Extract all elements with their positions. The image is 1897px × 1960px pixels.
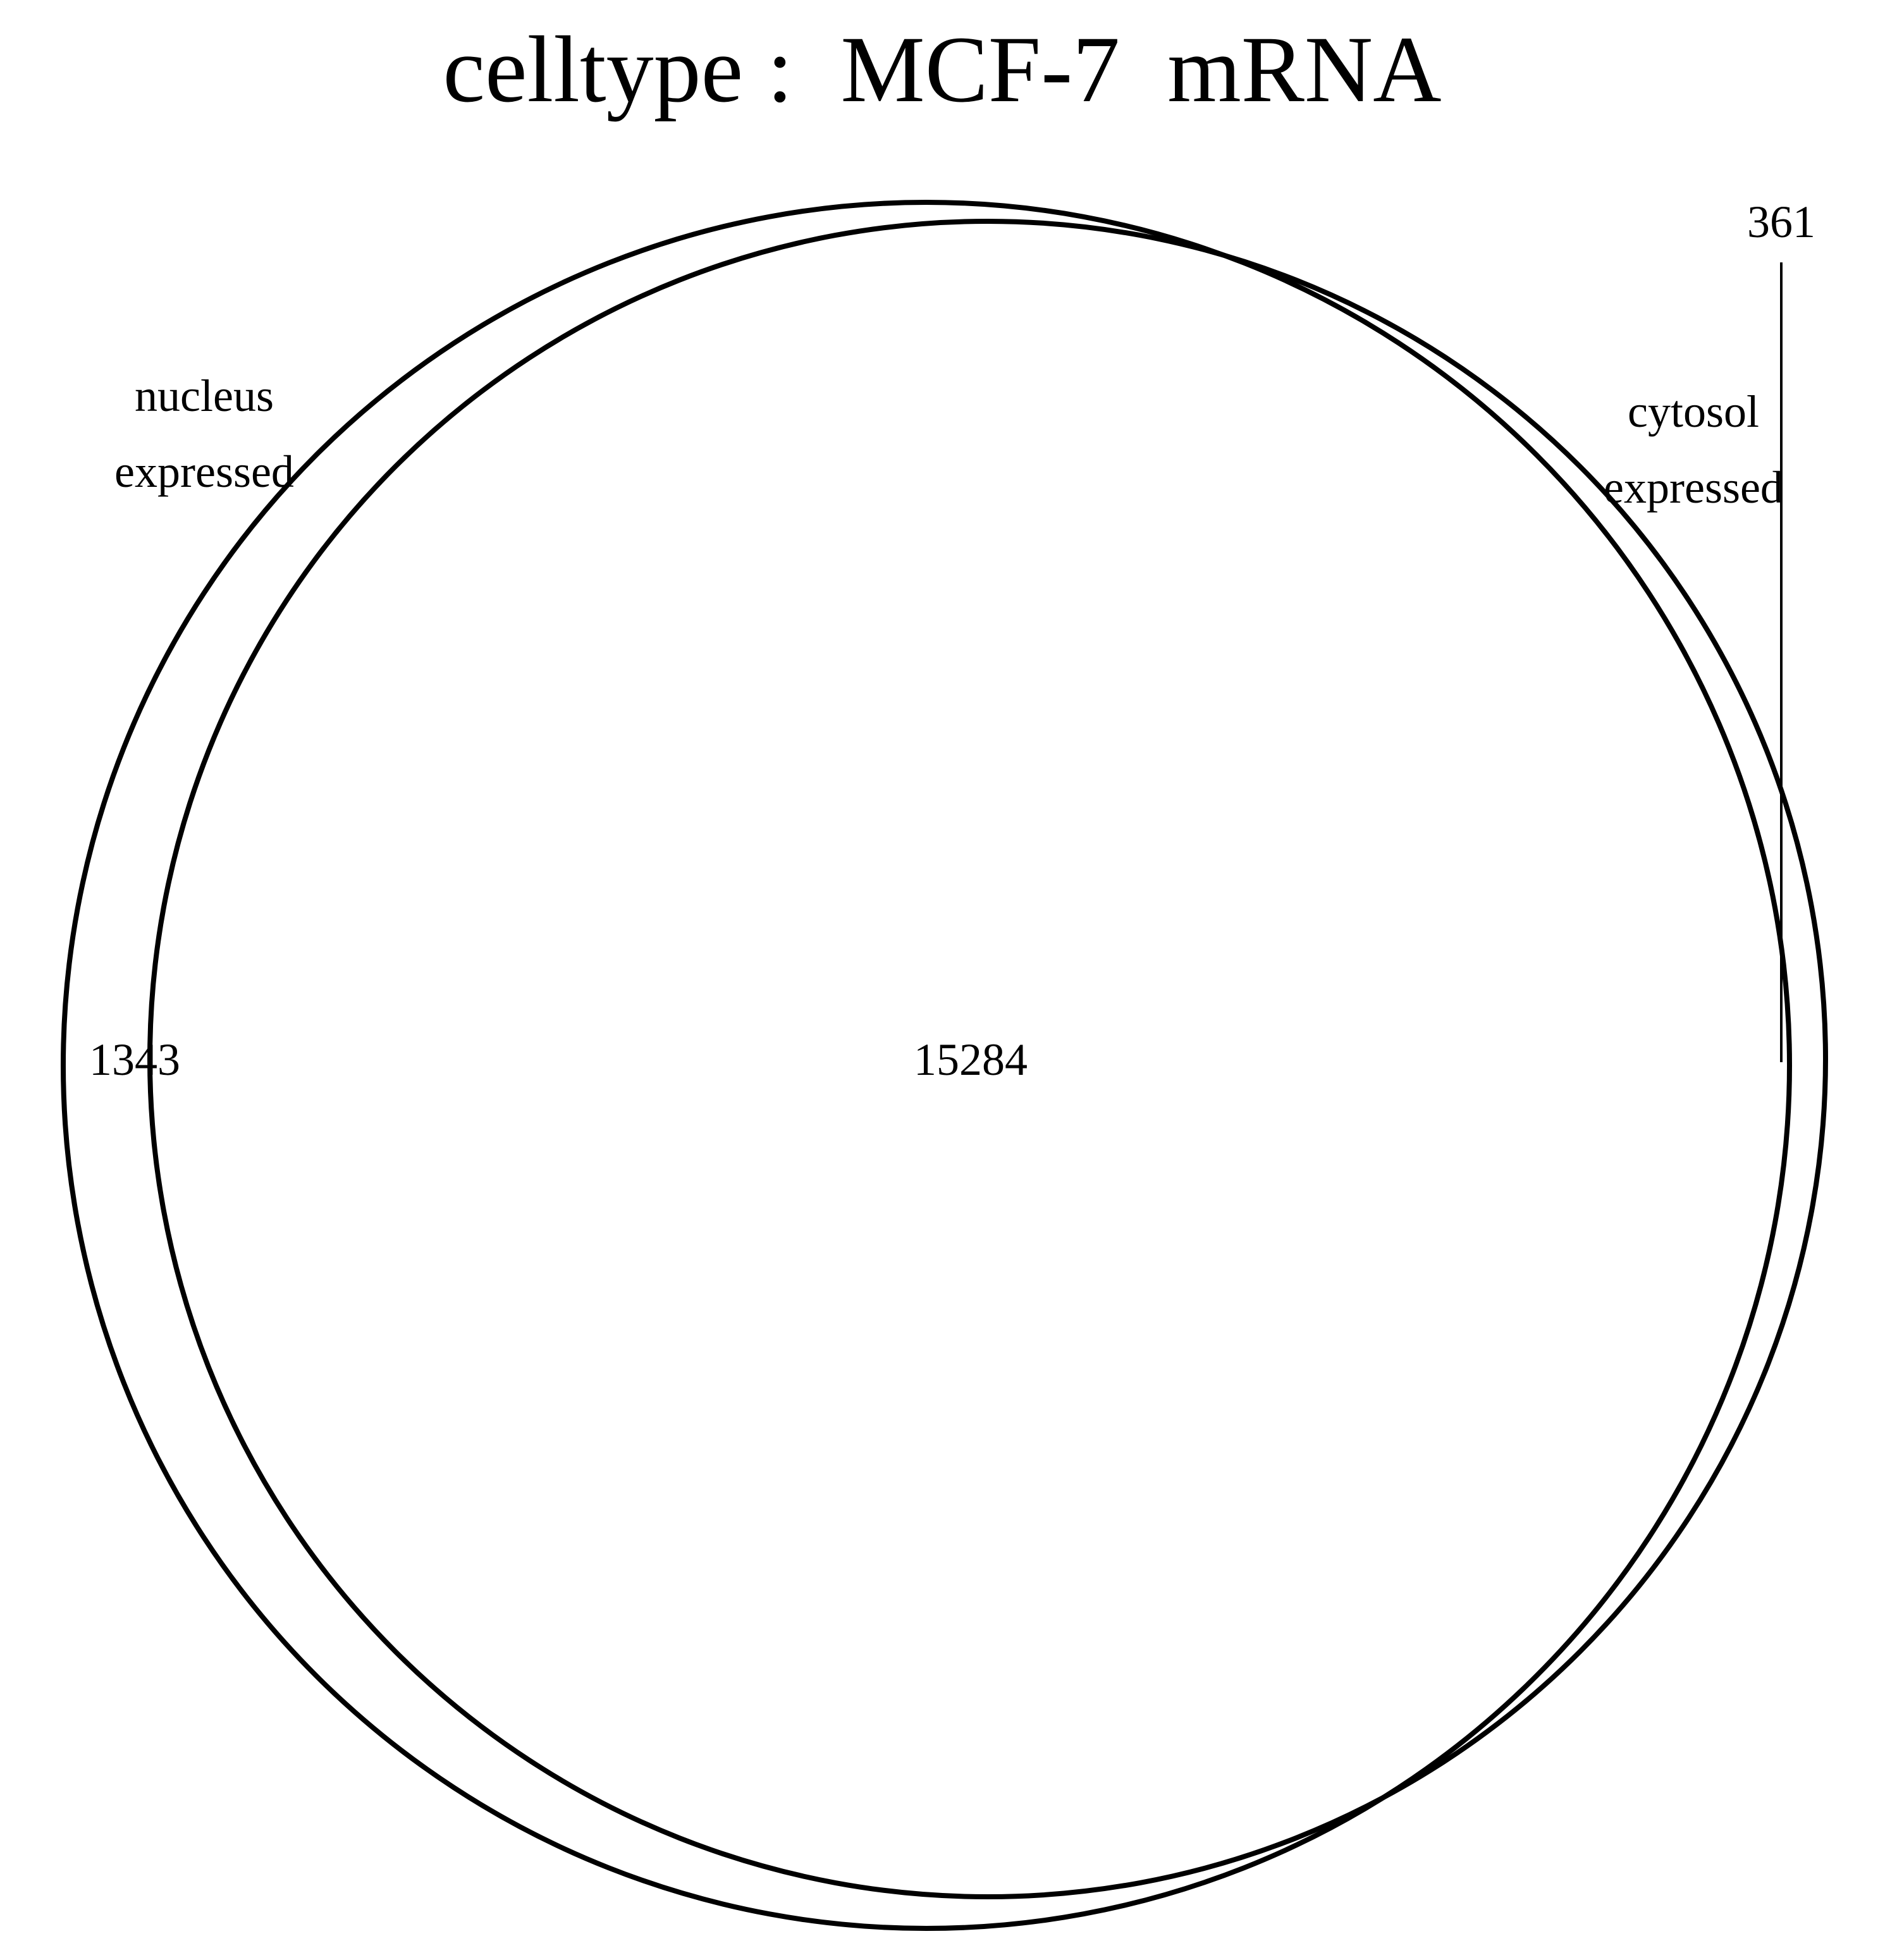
intersection-count: 15284 [914,1034,1028,1085]
diagram-title: celltype : MCF-7 mRNA [443,17,1441,122]
nucleus-expressed-circle [61,200,1792,1931]
nucleus-only-count: 1343 [89,1034,180,1085]
nucleus-label-line-1: nucleus [135,371,274,421]
cytosol-only-count: 361 [1747,197,1815,247]
cytosol-label-line-1: cytosol [1628,386,1759,437]
cytosol-expressed-circle [147,219,1828,1899]
nucleus-label-line-2: expressed [114,446,294,497]
cytosol-label-line-2: expressed [1604,462,1783,513]
